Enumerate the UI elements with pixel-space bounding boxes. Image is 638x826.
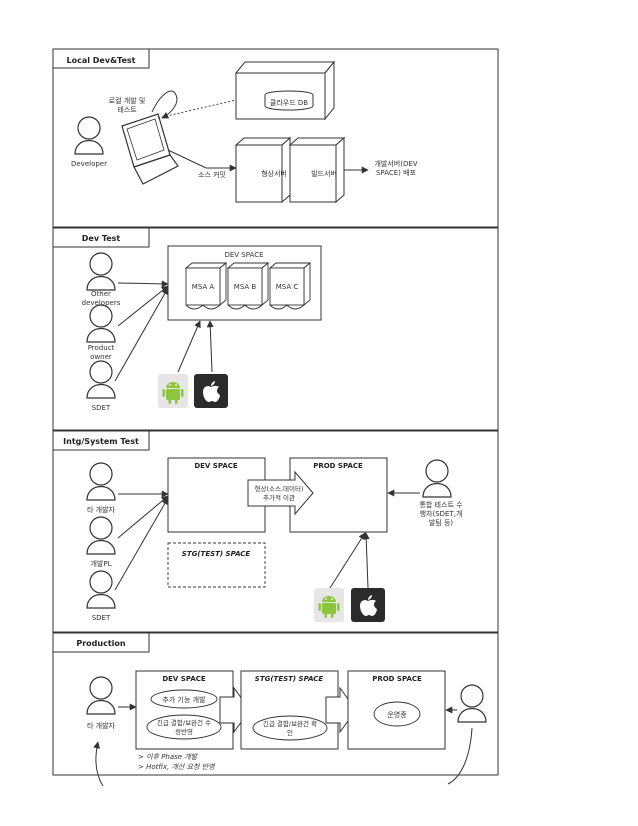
msa-a-box: MSA A xyxy=(184,262,228,306)
add-feature-label: 추가 기능 개발 xyxy=(162,695,206,704)
dev-pl-person-icon xyxy=(86,516,116,555)
product-owner-person-icon xyxy=(86,304,116,343)
section-local-dev-test: Local Dev&Test Developer 로컬 개발 및 테스트 클라우… xyxy=(52,48,499,228)
other-developers-label-2: developers xyxy=(82,299,121,307)
apple-icon xyxy=(194,374,228,408)
tester-label-2: 행자(SDET,개 xyxy=(420,509,463,518)
migrate-label-1: 형상(소스,데이터) xyxy=(255,484,304,493)
other-developer-person-icon xyxy=(86,462,116,501)
add-feature-bubble xyxy=(150,689,218,709)
laptop-icon xyxy=(121,113,179,185)
arrow-ios xyxy=(206,320,214,373)
loop-arrow-icon xyxy=(151,90,178,119)
other-developer-person-icon xyxy=(86,676,116,715)
other-developer-label: 타 개발자 xyxy=(87,721,116,730)
dev-space-title: DEV SPACE xyxy=(194,462,238,470)
other-developers-label-1: Other xyxy=(91,290,111,298)
deploy-label-1: 개발서버(DEV xyxy=(374,159,417,168)
deploy-label-2: SPACE) 배포 xyxy=(376,168,417,177)
urgent-check-label-1: 긴급 결함/보완건 확 xyxy=(263,719,317,728)
arrow-android xyxy=(177,320,201,373)
section-production: Production 타 개발자 DEV SPACE 추가 기능 개발 긴급 결… xyxy=(52,632,499,787)
stg-space-title: STG(TEST) SPACE xyxy=(182,550,251,558)
other-developer-label: 타 개발자 xyxy=(87,505,116,514)
source-commit-arrow xyxy=(167,149,237,172)
other-developers-person-icon xyxy=(86,252,116,291)
operating-bubble xyxy=(373,701,421,727)
arrow-other-dev xyxy=(117,280,169,288)
developer-label: Developer xyxy=(71,160,107,168)
dotted-connector xyxy=(157,99,237,119)
section-dev-test: Dev Test Other developers Product owner … xyxy=(52,227,499,431)
urgent-fix-bubble xyxy=(146,714,222,740)
section-title-local: Local Dev&Test xyxy=(67,56,136,65)
section-title-dev-test: Dev Test xyxy=(82,234,121,243)
dev-space-title: DEV SPACE xyxy=(224,251,263,259)
android-icon xyxy=(158,374,188,408)
note-line-2: > Hotfix, 개선 요청 반영 xyxy=(138,763,216,771)
feedback-loop-arrow xyxy=(96,727,473,787)
migrate-label-2: 추가적 이관 xyxy=(263,493,295,502)
section-title-production: Production xyxy=(76,639,126,648)
local-dev-label-2: 테스트 xyxy=(117,106,137,114)
urgent-check-label-2: 인 xyxy=(287,728,293,737)
cloud-icon xyxy=(185,304,305,310)
arrow-sdet xyxy=(114,287,169,382)
urgent-check-bubble xyxy=(252,715,328,741)
cloud-db-label: 클라우드 DB xyxy=(270,98,308,107)
arrow-android xyxy=(329,532,366,589)
section-title-intg: Intg/System Test xyxy=(63,437,139,446)
stg-space-title: STG(TEST) SPACE xyxy=(255,675,324,683)
section-intg-system-test: Intg/System Test 타 개발자 개발PL SDET DEV SPA… xyxy=(52,430,499,633)
android-icon xyxy=(314,588,344,622)
msa-b-box: MSA B xyxy=(226,262,270,306)
arrow-ios xyxy=(362,532,370,589)
stg-space-box xyxy=(167,542,266,588)
source-commit-label: 소스 커밋 xyxy=(198,170,226,179)
msa-a-label: MSA A xyxy=(192,283,215,291)
prod-space-title: PROD SPACE xyxy=(372,675,422,683)
tester-person-icon xyxy=(422,459,452,498)
sdet-person-icon xyxy=(86,570,116,609)
arrow-sdet xyxy=(114,497,169,591)
msa-c-box: MSA C xyxy=(268,262,312,306)
dev-pl-label: 개발PL xyxy=(90,559,111,568)
product-owner-label-1: Product xyxy=(88,344,115,352)
tester-label-1: 통합 테스트 수 xyxy=(419,500,463,509)
msa-b-label: MSA B xyxy=(234,283,257,291)
operator-person-icon xyxy=(457,684,487,723)
config-server-label: 형상서버 xyxy=(261,169,287,178)
sdet-label: SDET xyxy=(92,614,111,622)
build-server-box: 빌드서버 xyxy=(288,136,346,204)
prod-space-title: PROD SPACE xyxy=(313,462,363,470)
tester-label-3: 발팀 등) xyxy=(429,518,454,527)
arrow-dev-pl xyxy=(117,495,169,539)
note-line-1: > 이후 Phase 개발 xyxy=(138,753,199,761)
dev-space-title: DEV SPACE xyxy=(162,675,206,683)
database-icon xyxy=(264,90,314,111)
apple-icon xyxy=(351,588,385,622)
product-owner-label-2: owner xyxy=(90,353,112,361)
arrow-product-owner xyxy=(117,285,169,327)
developer-person-icon xyxy=(74,116,104,155)
urgent-fix-label-1: 긴급 결함/보완건 수 xyxy=(157,718,211,727)
local-dev-label-1: 로컬 개발 및 xyxy=(109,96,146,105)
config-server-box: 형상서버 xyxy=(234,136,292,204)
sdet-person-icon xyxy=(86,360,116,399)
migrate-arrow-icon xyxy=(247,470,314,516)
sdet-label: SDET xyxy=(92,404,111,412)
cloud-db-box: 클라우드 DB xyxy=(234,60,336,121)
urgent-fix-label-2: 정반영 xyxy=(175,727,193,736)
operating-label: 운영중 xyxy=(387,710,407,719)
msa-c-label: MSA C xyxy=(276,283,299,291)
build-server-label: 빌드서버 xyxy=(311,169,337,178)
